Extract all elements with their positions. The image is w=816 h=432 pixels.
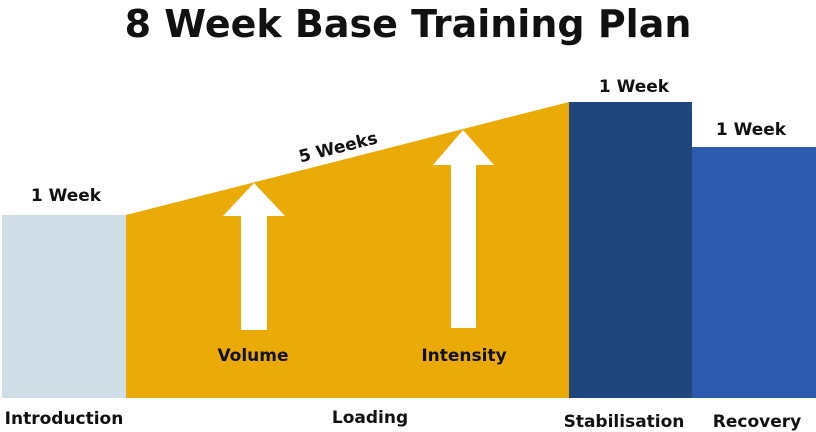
stabilisation-duration: 1 Week: [599, 77, 670, 97]
volume-arrow-icon: [223, 183, 285, 330]
introduction-block: [2, 215, 126, 398]
volume-label: Volume: [217, 346, 288, 366]
recovery-block: [692, 147, 816, 398]
stabilisation-block: [569, 102, 692, 398]
introduction-name: Introduction: [5, 409, 124, 429]
stabilisation-name: Stabilisation: [564, 412, 685, 432]
page-title: 8 Week Base Training Plan: [124, 2, 692, 46]
loading-name: Loading: [332, 408, 408, 428]
recovery-name: Recovery: [713, 412, 801, 432]
recovery-duration: 1 Week: [716, 120, 787, 140]
introduction-duration: 1 Week: [31, 186, 102, 206]
intensity-label: Intensity: [421, 346, 506, 366]
intensity-arrow-icon: [433, 130, 494, 328]
